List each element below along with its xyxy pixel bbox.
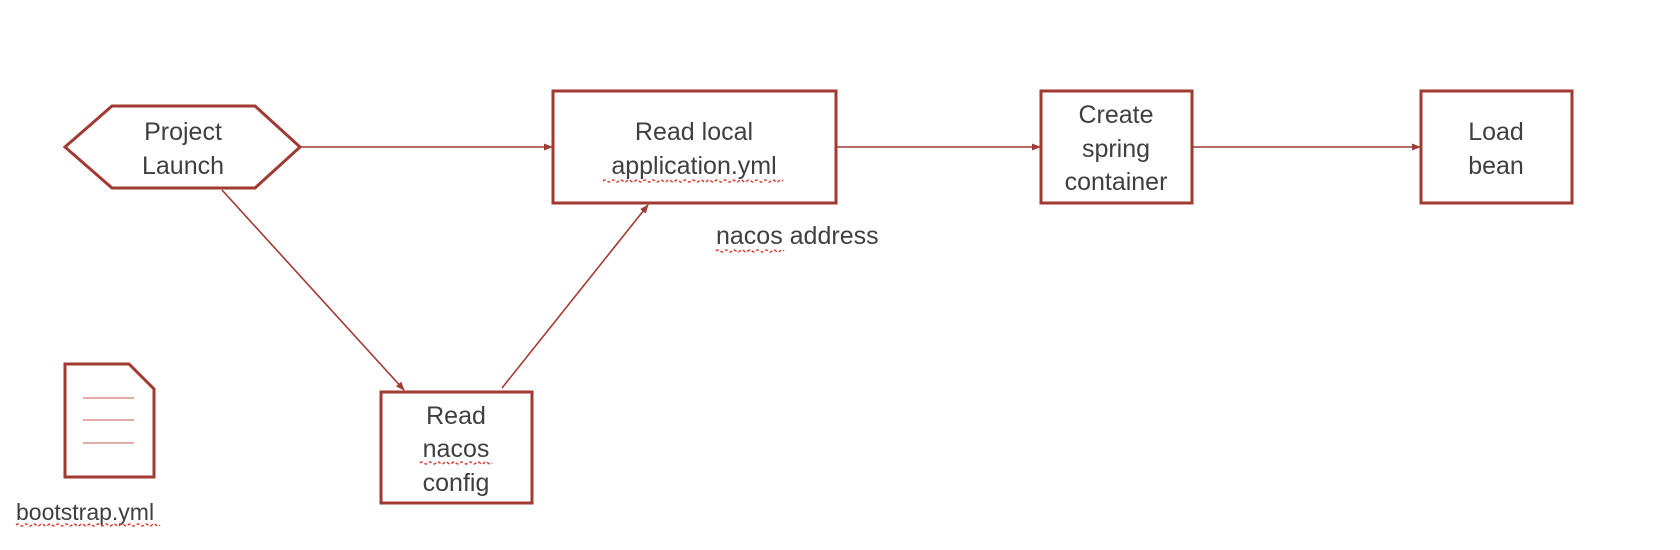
box-shape — [1039, 89, 1194, 205]
edge-launch-to-read-nacos — [221, 189, 405, 391]
spellcheck-underline — [602, 179, 784, 183]
box-shape — [379, 390, 534, 505]
label-nacos-address: nacos address — [716, 222, 879, 250]
node-create-spring-line2: spring — [1082, 135, 1150, 163]
node-load-bean-line2: bean — [1468, 152, 1524, 180]
edge-read-nacos-to-read-local — [501, 204, 649, 389]
label-bootstrap: bootstrap.yml — [16, 499, 154, 525]
node-create-spring: Create spring container — [1039, 89, 1194, 205]
node-create-spring-line1: Create — [1078, 101, 1153, 129]
box-shape — [1419, 89, 1574, 205]
node-read-nacos-line3: config — [423, 469, 490, 497]
node-project-launch: Project Launch — [62, 104, 303, 190]
node-load-bean: Load bean — [1419, 89, 1574, 205]
document-icon — [63, 362, 156, 479]
spellcheck-underline — [15, 523, 161, 527]
node-create-spring-line3: container — [1065, 168, 1168, 196]
box-shape — [551, 89, 838, 205]
node-read-nacos-line2: nacos — [423, 435, 490, 463]
node-read-local-line2: application.yml — [611, 152, 776, 180]
spellcheck-underline — [419, 461, 493, 465]
node-load-bean-line1: Load — [1468, 118, 1524, 146]
node-read-nacos-line1: Read — [426, 402, 486, 430]
node-read-local: Read local application.yml — [551, 89, 838, 205]
node-project-launch-line1: Project — [144, 118, 222, 146]
node-project-launch-line2: Launch — [142, 152, 224, 180]
spellcheck-underline — [715, 249, 785, 253]
node-read-local-line1: Read local — [635, 118, 753, 146]
hexagon-shape — [62, 104, 303, 190]
node-read-nacos: Read nacos config — [379, 390, 534, 505]
